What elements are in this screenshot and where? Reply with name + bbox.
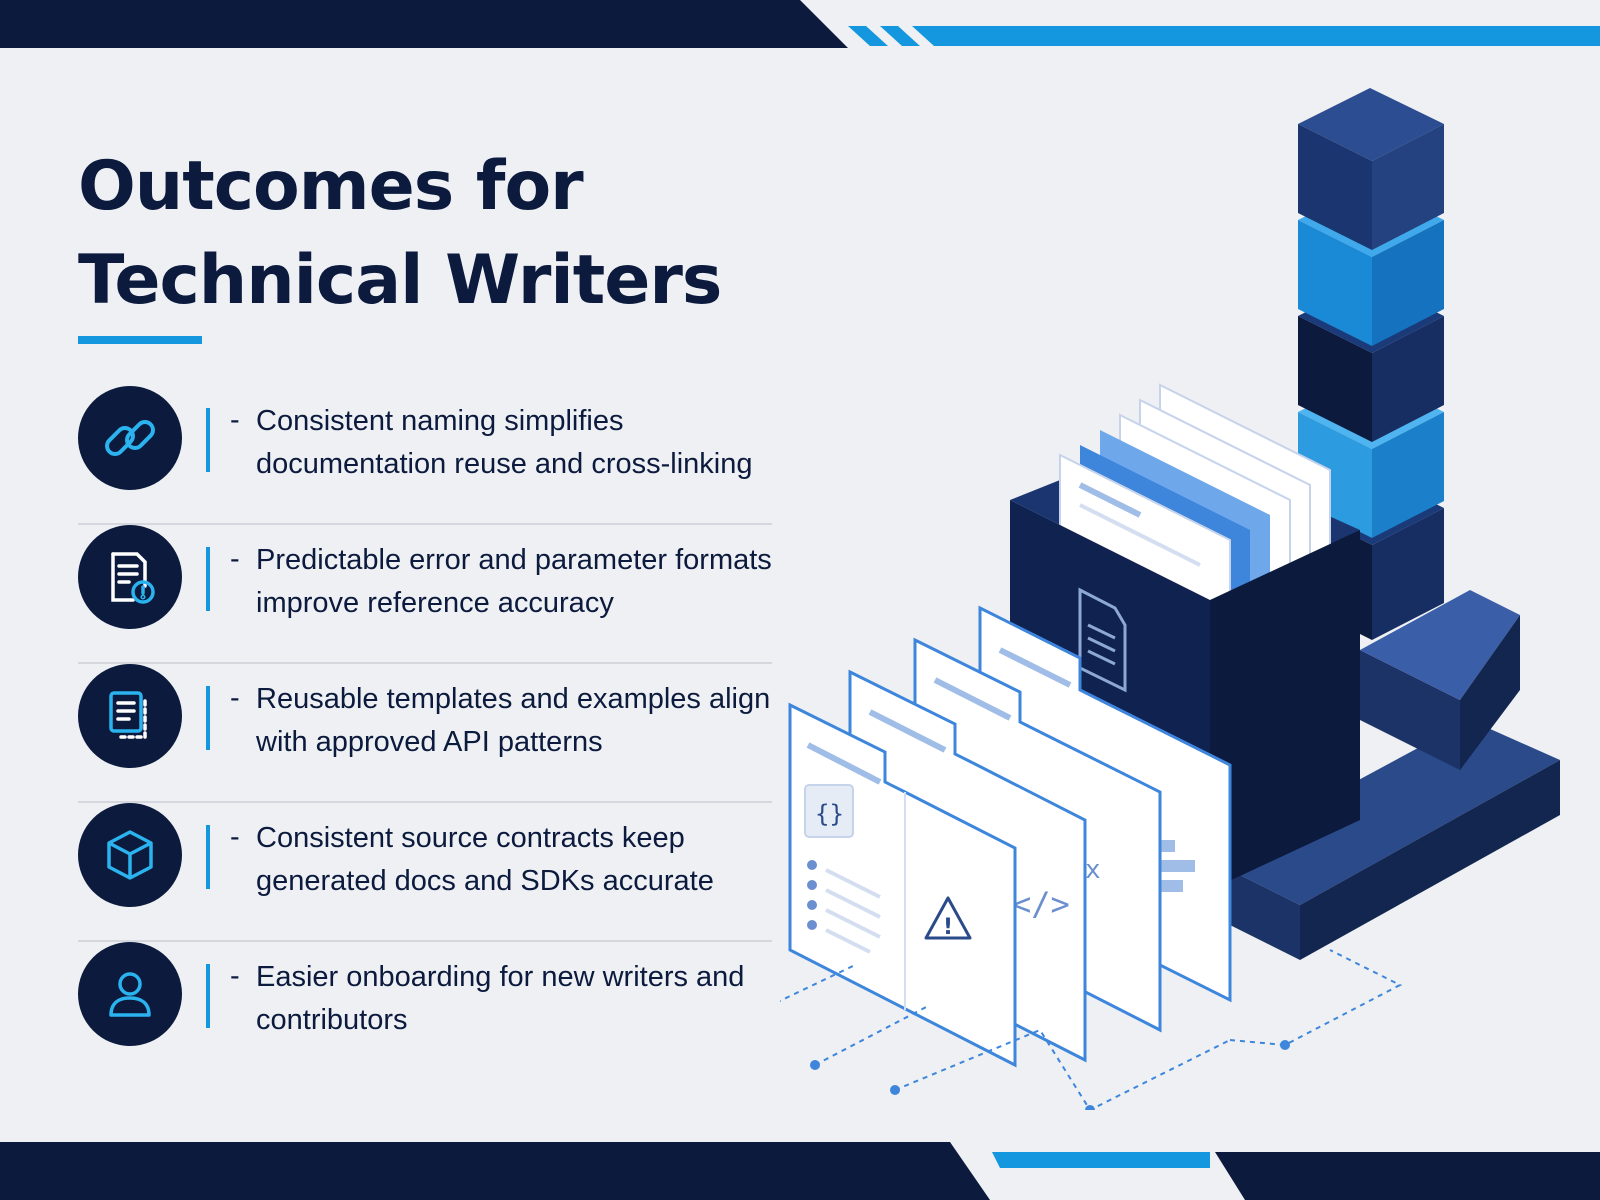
chart-glyph xyxy=(1155,840,1195,892)
documentation-illustration: x </> {} ! xyxy=(780,88,1560,1110)
bullet-dash: - xyxy=(230,404,240,436)
item-text: Reusable templates and examples align wi… xyxy=(256,683,771,758)
item-text: Predictable error and parameter formats … xyxy=(256,544,772,619)
bullet-dash: - xyxy=(230,821,240,853)
item-divider-accent xyxy=(206,547,210,611)
title-line-1: Outcomes for xyxy=(78,147,584,226)
title-underline xyxy=(78,336,202,344)
page-title: Outcomes for Technical Writers xyxy=(78,140,722,328)
cube-icon xyxy=(78,803,182,907)
title-line-2: Technical Writers xyxy=(78,241,722,320)
user-icon xyxy=(78,942,182,1046)
stacked-blocks xyxy=(1298,88,1444,640)
item-divider-accent xyxy=(206,686,210,750)
base-platform xyxy=(1210,590,1560,960)
item-text: Consistent naming simplifies documentati… xyxy=(256,405,753,480)
list-item: - Easier onboarding for new writers and … xyxy=(78,942,772,1081)
bullet-dots xyxy=(807,860,817,930)
list-item: - Consistent source contracts keep gener… xyxy=(78,803,772,942)
list-item: - Reusable templates and examples align … xyxy=(78,664,772,803)
outcomes-list: - Consistent naming simplifies documenta… xyxy=(78,386,772,1081)
item-divider-accent xyxy=(206,408,210,472)
connector-lines xyxy=(780,949,1403,1110)
svg-text:!: ! xyxy=(943,915,953,940)
link-icon xyxy=(78,386,182,490)
item-divider-accent xyxy=(206,964,210,1028)
markup-glyph: </> xyxy=(1012,885,1070,923)
bottom-banner-decoration xyxy=(0,1142,1600,1200)
list-item: - Consistent naming simplifies documenta… xyxy=(78,386,772,525)
bullet-dash: - xyxy=(230,960,240,992)
bullet-dash: - xyxy=(230,543,240,575)
folder-stack: x </> {} ! xyxy=(788,605,1232,1068)
connector-dots xyxy=(810,1040,1290,1110)
code-block-icon xyxy=(804,784,854,838)
list-item: - Predictable error and parameter format… xyxy=(78,525,772,664)
item-text: Easier onboarding for new writers and co… xyxy=(256,961,745,1036)
item-divider-accent xyxy=(206,825,210,889)
template-icon xyxy=(78,664,182,768)
item-text: Consistent source contracts keep generat… xyxy=(256,822,714,897)
document-alert-icon xyxy=(78,525,182,629)
bullet-dash: - xyxy=(230,682,240,714)
code-glyph: {} xyxy=(815,800,844,828)
svg-text:x: x xyxy=(1085,855,1101,885)
top-banner-decoration xyxy=(0,0,1600,48)
warning-icon: ! xyxy=(924,896,972,940)
